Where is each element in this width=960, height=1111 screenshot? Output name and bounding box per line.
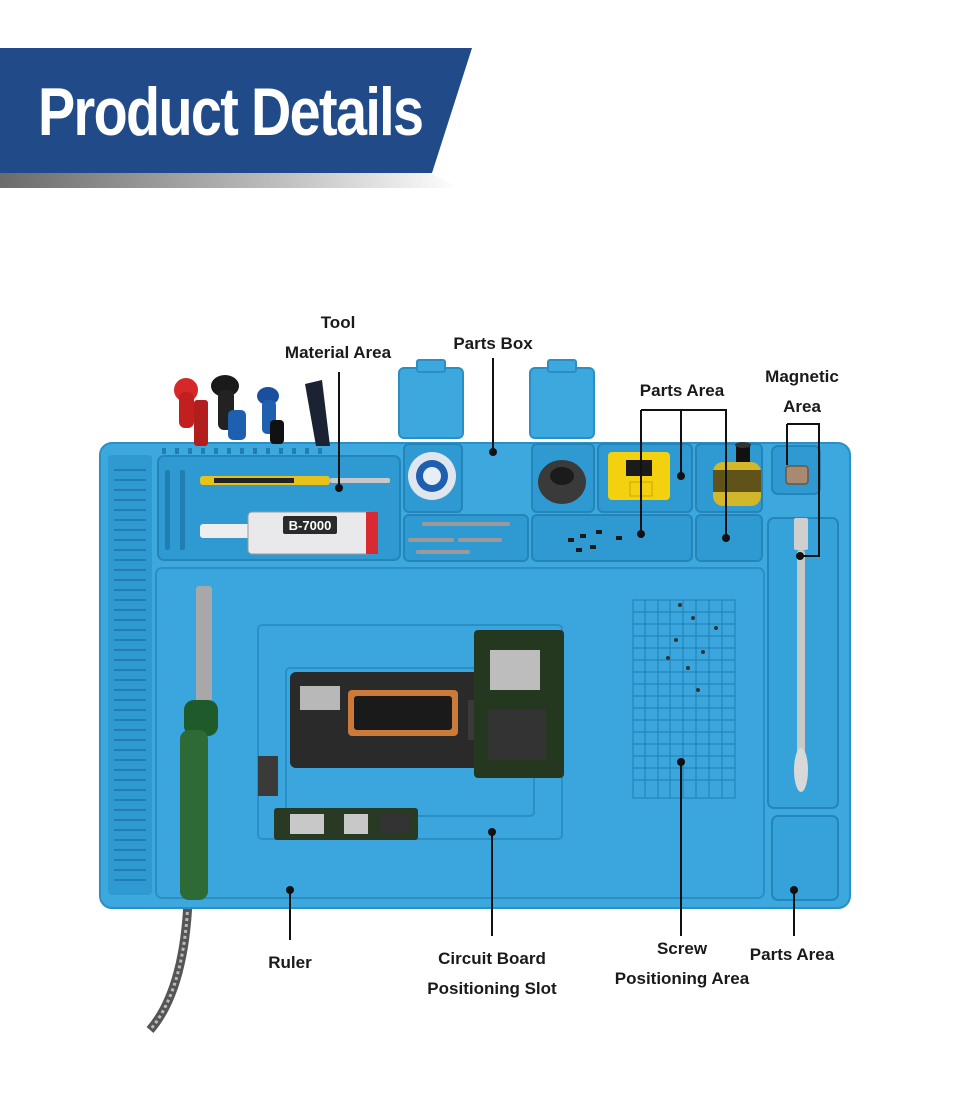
label-parts-area-top: Parts Area (622, 376, 742, 406)
label-parts-area-bottom-line1: Parts Area (749, 945, 835, 964)
label-parts-area-bottom: Parts Area (732, 940, 852, 970)
label-tool-material-area-line1: Tool (320, 313, 356, 332)
loose-screws (568, 530, 622, 552)
screwdriver-blue (257, 387, 284, 444)
label-ruler: Ruler (240, 948, 340, 978)
label-magnetic-area: Magnetic Area (742, 362, 862, 422)
metal-spudger (200, 476, 390, 485)
glue-tube (200, 511, 378, 555)
screwdriver-red (174, 378, 208, 446)
label-tool-material-area: Tool Material Area (263, 308, 413, 368)
label-parts-box: Parts Box (433, 329, 553, 359)
label-circuit-board-slot-line2: Positioning Slot (427, 979, 557, 998)
right-spudger (794, 518, 808, 792)
header-banner (0, 48, 472, 188)
label-parts-box-line1: Parts Box (453, 334, 533, 353)
screw-grid (632, 599, 736, 799)
label-magnetic-area-line1: Magnetic (765, 367, 839, 386)
phone-board-bottom-left (258, 756, 418, 840)
solder-paste-tin (408, 452, 456, 500)
label-tool-material-area-line2: Material Area (284, 343, 392, 362)
magnetizer-block (608, 452, 670, 500)
page-title: Product Details (38, 74, 424, 150)
precision-bits (408, 522, 510, 554)
banner-shadow (0, 173, 460, 188)
magnetic-part (785, 465, 809, 485)
label-screw-positioning-line2: Positioning Area (614, 969, 750, 988)
callout-lines (289, 358, 820, 940)
soldering-iron (180, 586, 218, 900)
label-magnetic-area-line2: Area (783, 397, 821, 416)
parts-box-lids (398, 359, 595, 439)
label-ruler-line1: Ruler (268, 953, 312, 972)
screws (666, 603, 718, 692)
label-parts-area-top-line1: Parts Area (639, 381, 725, 400)
label-circuit-board-slot: Circuit Board Positioning Slot (407, 944, 577, 1004)
label-screw-positioning: Screw Positioning Area (597, 934, 767, 994)
soldering-iron-cable (146, 899, 193, 1033)
screwdriver-black (211, 375, 246, 440)
banner-background (0, 48, 472, 173)
phone-board-top-right (474, 630, 564, 778)
tool-holder-slots (162, 448, 322, 550)
callout-dots (286, 448, 804, 894)
label-screw-positioning-line1: Screw (656, 939, 708, 958)
label-circuit-board-slot-line1: Circuit Board (438, 949, 546, 968)
glue-tube-label: B-7000 (289, 518, 332, 533)
rubber-ring (538, 460, 586, 504)
pry-tool (305, 380, 330, 446)
